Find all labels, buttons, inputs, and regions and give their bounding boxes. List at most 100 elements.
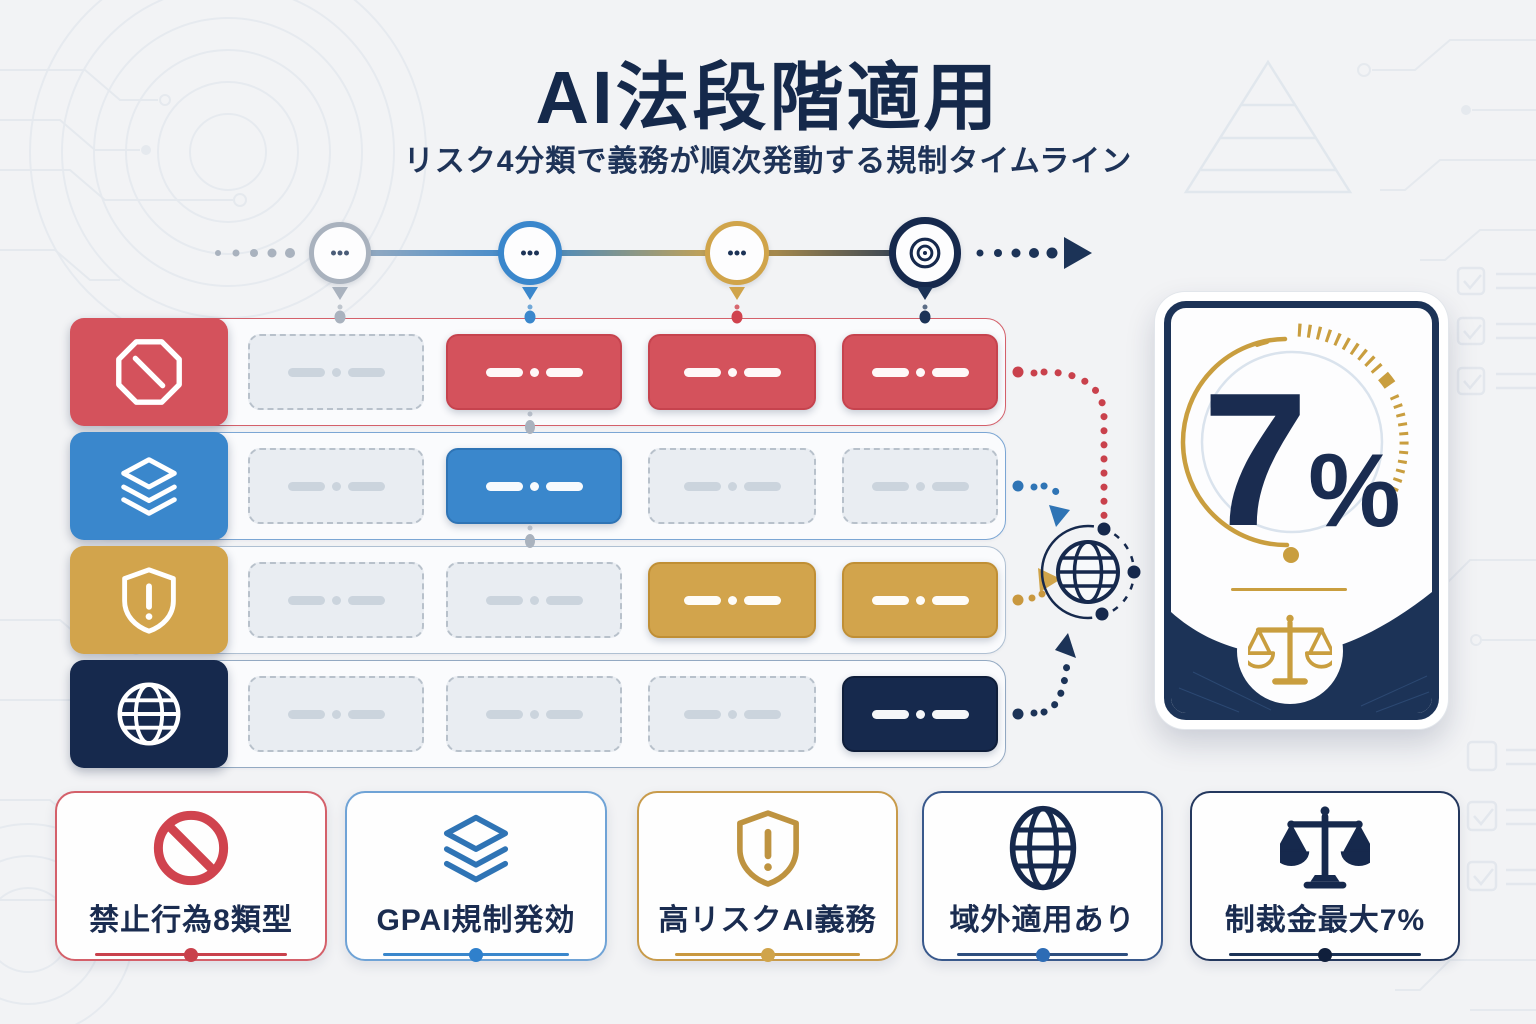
placeholder-text-bars: [871, 709, 969, 719]
matrix-cell-gpai-phase-4-empty: [842, 448, 998, 524]
placeholder-text-bars: [485, 367, 583, 377]
legend-card-3: 高リスクAI義務: [637, 791, 898, 962]
row-header-high-risk-ai: [70, 546, 228, 654]
placeholder-text-bars: [683, 367, 781, 377]
legend-card-4: 域外適用あり: [922, 791, 1163, 962]
placeholder-text-bars: [871, 367, 969, 377]
legend-card-label: GPAI規制発効: [376, 904, 576, 937]
prohibition-circle-icon: [153, 810, 229, 886]
placeholder-text-bars: [287, 367, 385, 377]
placeholder-text-bars: [683, 595, 781, 605]
matrix-cell-high-risk-ai-phase-1-empty: [248, 562, 424, 638]
penalty-stat-card-inner: 7 %: [1164, 301, 1439, 720]
matrix-cell-gpai-phase-1-empty: [248, 448, 424, 524]
legend-card-label: 制裁金最大7%: [1224, 904, 1426, 937]
shield-exclamation-icon: [736, 810, 799, 887]
matrix-cell-prohibited-practices-phase-3-active: [648, 334, 816, 410]
flow-gold: [1012, 568, 1061, 606]
ellipsis-icon: [728, 250, 746, 256]
legend-card-dot: [1317, 947, 1332, 962]
ellipsis-icon: [521, 250, 539, 256]
legend-card-dot: [183, 947, 198, 962]
matrix-cell-high-risk-ai-phase-2-empty: [446, 562, 622, 638]
globe-ellipse-icon: [1009, 805, 1076, 891]
stat-unit: %: [1308, 432, 1401, 549]
timeline-leadin-dots: [215, 248, 295, 258]
placeholder-text-bars: [683, 709, 781, 719]
legend-card-dot: [469, 947, 483, 962]
legend-card-icon-area: [1280, 801, 1370, 895]
legend-card-1: 禁止行為8類型: [55, 791, 327, 962]
layers-icon: [121, 457, 177, 516]
row-header-extraterritorial: [70, 660, 228, 768]
checklist-decor: [1456, 266, 1536, 892]
globe-hub-ring: [1040, 522, 1141, 621]
penalty-stat-card: 7 %: [1155, 292, 1448, 729]
matrix-cell-extraterritorial-phase-1-empty: [248, 676, 424, 752]
matrix-cell-extraterritorial-phase-2-empty: [446, 676, 622, 752]
legend-card-underline: [674, 947, 861, 962]
scales-icon: [1248, 609, 1332, 693]
flow-red: [1012, 366, 1108, 522]
legend-card-underline: [1229, 947, 1421, 962]
matrix-cell-prohibited-practices-phase-2-active: [446, 334, 622, 410]
legend-card-5: 制裁金最大7%: [1190, 791, 1460, 962]
row-header-prohibited-practices: [70, 318, 228, 426]
placeholder-text-bars: [485, 595, 583, 605]
timeline-tails: [332, 287, 933, 548]
timeline-milestone-phase-1: [309, 222, 371, 284]
matrix-cell-prohibited-practices-phase-4-active: [842, 334, 998, 410]
matrix-cell-prohibited-practices-phase-1-empty: [248, 334, 424, 410]
target-icon: [909, 237, 941, 269]
layers-icon: [443, 814, 509, 883]
timeline-arrow: [976, 237, 1092, 269]
matrix-cell-high-risk-ai-phase-4-active: [842, 562, 998, 638]
flow-blue: [1012, 480, 1070, 527]
scales-filled-icon: [1280, 806, 1370, 889]
placeholder-text-bars: [287, 595, 385, 605]
legend-card-icon-area: [431, 801, 521, 895]
legend-card-label: 禁止行為8類型: [89, 904, 293, 937]
scales-icon: [1248, 614, 1332, 685]
timeline-milestone-phase-4: [889, 217, 961, 289]
legend-card-dot: [1035, 947, 1050, 962]
placeholder-text-bars: [287, 481, 385, 491]
globe-icon: [117, 682, 181, 746]
matrix-cell-gpai-phase-3-empty: [648, 448, 816, 524]
page-subtitle: リスク4分類で義務が順次発動する規制タイムライン: [403, 145, 1133, 178]
placeholder-text-bars: [871, 595, 969, 605]
timeline-line: [330, 250, 930, 256]
page-title: AI法段階適用: [535, 56, 1001, 139]
legend-card-dot: [760, 947, 775, 962]
stat-value: 7: [1202, 354, 1308, 566]
legend-card-icon-area: [723, 801, 813, 895]
matrix-cell-high-risk-ai-phase-3-active: [648, 562, 816, 638]
legend-card-underline: [383, 947, 569, 962]
matrix-cell-extraterritorial-phase-3-empty: [648, 676, 816, 752]
placeholder-text-bars: [485, 709, 583, 719]
globe-hub-icon: [1056, 540, 1120, 604]
gauge-dial: [1180, 323, 1409, 563]
shield-exclamation-icon: [122, 567, 176, 634]
timeline-milestone-phase-2: [498, 221, 562, 285]
matrix-cell-gpai-phase-2-active: [446, 448, 622, 524]
placeholder-text-bars: [485, 481, 583, 491]
row-header-gpai: [70, 432, 228, 540]
legend-card-label: 域外適用あり: [949, 904, 1136, 937]
stat-divider: [1231, 588, 1347, 591]
flow-navy: [1012, 633, 1076, 720]
ellipsis-icon: [331, 250, 349, 256]
legend-card-label: 高リスクAI義務: [658, 904, 877, 937]
legend-card-underline: [957, 947, 1128, 962]
matrix-cell-extraterritorial-phase-4-active: [842, 676, 998, 752]
pyramid-decor: [1183, 59, 1353, 194]
timeline-milestone-phase-3: [705, 221, 769, 285]
placeholder-text-bars: [683, 481, 781, 491]
prohibition-octagon-icon: [116, 339, 182, 405]
stat-value-row: 7 %: [1171, 354, 1432, 566]
placeholder-text-bars: [287, 709, 385, 719]
legend-card-underline: [94, 947, 288, 962]
placeholder-text-bars: [871, 481, 969, 491]
